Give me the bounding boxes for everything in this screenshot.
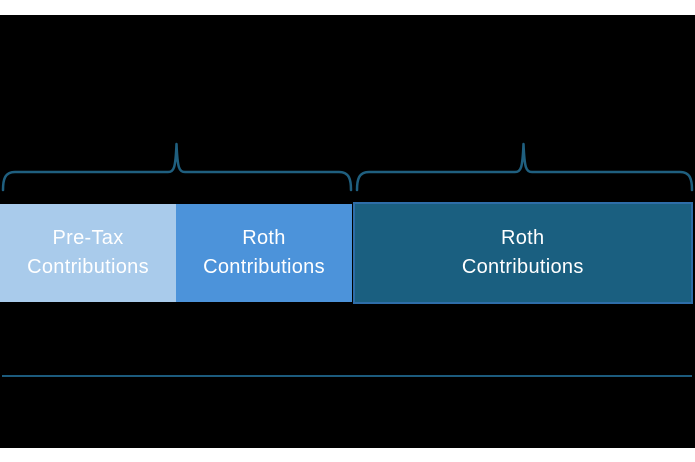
bar-roth-contributions-large: Roth Contributions — [352, 202, 693, 304]
bar-label-line: Roth — [242, 227, 286, 249]
bar-label-line: Roth — [501, 227, 545, 249]
bar-label-line: Contributions — [27, 256, 149, 278]
top-white-strip — [0, 0, 695, 15]
bar-label-line: Contributions — [203, 256, 325, 278]
right-curly-brace — [355, 142, 694, 192]
bar-pretax-contributions: Pre-Tax Contributions — [0, 204, 176, 302]
horizontal-divider-line — [2, 374, 692, 377]
bar-label-line: Pre-Tax — [52, 227, 124, 249]
left-curly-brace — [1, 142, 353, 192]
bottom-white-strip — [0, 448, 695, 462]
bar-roth-contributions-small: Roth Contributions — [176, 204, 352, 302]
bar-label-line: Contributions — [461, 256, 584, 278]
